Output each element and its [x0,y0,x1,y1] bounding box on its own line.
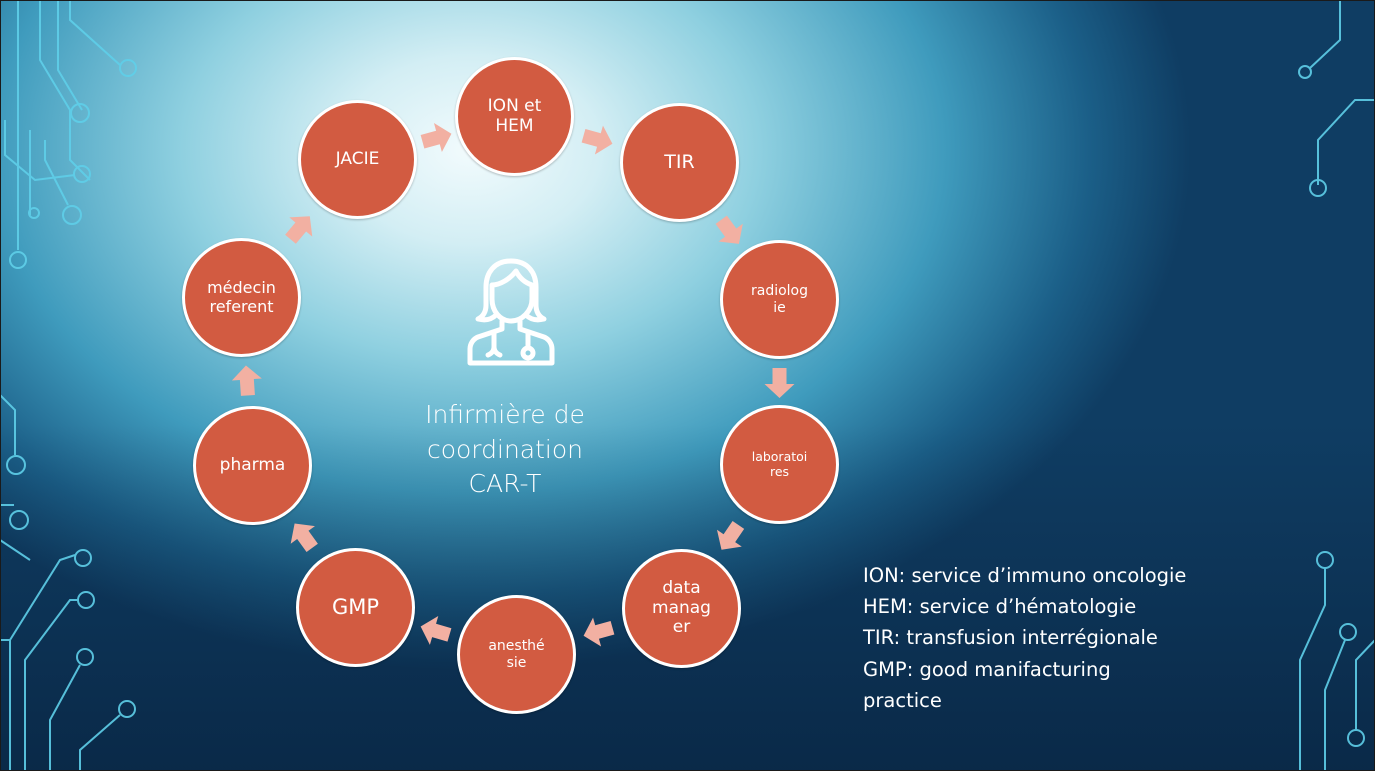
legend-item: ION: service d’immuno oncologie [863,564,1187,587]
node-label: radiolog ie [750,283,809,316]
legend-item: TIR: transfusion interrégionale [863,626,1158,650]
node-label: JACIE [335,148,380,169]
legend-item: practice [863,688,942,712]
node-anesthesie: anesthé sie [457,595,576,714]
node-label: médecin referent [207,278,276,316]
node-label: laboratoi res [751,449,808,479]
nurse-icon [467,258,555,366]
cycle-arrow [285,216,313,244]
node-medecin-referent: médecin referent [182,238,301,357]
node-radiologie: radiolog ie [720,240,839,359]
cycle-arrow [715,215,743,244]
cycle-arrow [420,616,452,645]
cycle-arrow [716,520,745,550]
node-ion-hem: ION et HEM [455,57,574,176]
legend-item: GMP: good manifacturing [863,657,1111,681]
node-jacie: JACIE [298,100,417,219]
node-label: ION et HEM [487,95,542,136]
node-data-manager: data manag er [622,549,741,668]
cycle-arrow [420,123,452,152]
node-label: GMP [331,595,380,620]
legend: ION: service d’immuno oncologie HEM: ser… [863,560,1363,716]
node-laboratoires: laboratoi res [720,405,839,524]
legend-item: HEM: service d’hématologie [863,595,1137,619]
cycle-arrow [581,125,613,155]
node-label: data manag er [652,578,711,638]
cycle-arrow [231,365,262,396]
node-label: pharma [219,454,286,475]
node-tir: TIR [620,103,739,222]
cycle-arrow [583,617,615,647]
node-gmp: GMP [296,548,415,667]
cycle-arrow [764,368,795,398]
node-label: anesthé sie [488,638,545,671]
cycle-arrow [290,523,318,552]
node-label: TIR [664,150,695,173]
center-title: Infirmière de coordination CAR-T [425,400,585,498]
node-pharma: pharma [193,406,312,525]
